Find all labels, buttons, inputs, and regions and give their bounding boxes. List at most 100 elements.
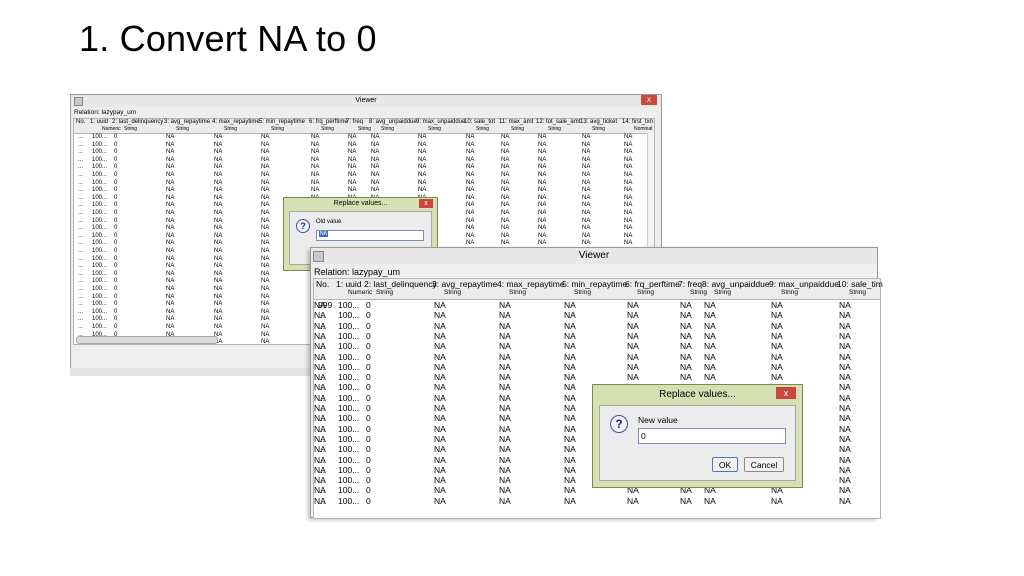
table-cell[interactable]: NA: [314, 444, 326, 455]
table-cell[interactable]: NA: [501, 194, 510, 201]
table-cell[interactable]: NA: [214, 339, 223, 346]
table-cell[interactable]: NA: [214, 141, 223, 148]
table-cell[interactable]: NA: [371, 172, 380, 178]
table-cell[interactable]: 100...: [338, 392, 360, 403]
table-cell[interactable]: ...: [78, 232, 84, 239]
table-cell[interactable]: 0: [366, 413, 371, 424]
table-cell[interactable]: NA: [839, 454, 851, 465]
table-cell[interactable]: 100...: [92, 240, 108, 247]
table-cell[interactable]: NA: [538, 134, 547, 140]
table-cell[interactable]: 100...: [92, 202, 108, 209]
table-cell[interactable]: NA: [499, 444, 511, 455]
table-cell[interactable]: NA: [564, 341, 576, 352]
table-cell[interactable]: NA: [538, 141, 547, 148]
table-cell[interactable]: NA: [314, 413, 326, 424]
table-cell[interactable]: NA: [624, 134, 633, 140]
table-cell[interactable]: NA: [466, 194, 475, 201]
column-header[interactable]: 1: uuid: [90, 119, 109, 125]
table-cell[interactable]: NA: [538, 217, 547, 224]
table-cell[interactable]: NA: [434, 464, 446, 475]
table-cell[interactable]: NA: [214, 255, 223, 262]
table-cell[interactable]: NA: [624, 141, 633, 148]
table-cell[interactable]: NA: [499, 485, 511, 496]
table-cell[interactable]: 0: [114, 301, 118, 308]
table-cell[interactable]: NA: [311, 187, 320, 194]
viewer-titlebar[interactable]: Viewer x: [71, 95, 661, 107]
table-cell[interactable]: NA: [314, 464, 326, 475]
table-cell[interactable]: NA: [214, 331, 223, 338]
table-cell[interactable]: NA: [348, 172, 357, 178]
table-cell[interactable]: NA: [214, 149, 223, 156]
table-cell[interactable]: NA: [564, 433, 576, 444]
table-cell[interactable]: 100...: [338, 495, 360, 506]
column-header[interactable]: 10: sale_tim: [837, 279, 883, 289]
table-cell[interactable]: NA: [214, 270, 223, 277]
table-cell[interactable]: NA: [501, 134, 510, 140]
table-cell[interactable]: NA: [371, 156, 380, 163]
table-cell[interactable]: NA: [582, 202, 591, 209]
table-cell[interactable]: NA: [582, 225, 591, 232]
table-cell[interactable]: NA: [499, 392, 511, 403]
table-cell[interactable]: 100...: [338, 444, 360, 455]
table-cell[interactable]: NA: [582, 194, 591, 201]
table-cell[interactable]: ...: [318, 444, 326, 455]
table-cell[interactable]: NA: [214, 324, 223, 330]
table-cell[interactable]: 100...: [338, 372, 360, 383]
table-cell[interactable]: ...: [78, 293, 84, 300]
table-cell[interactable]: 100...: [92, 134, 108, 140]
table-cell[interactable]: NA: [564, 454, 576, 465]
table-cell[interactable]: NA: [538, 149, 547, 156]
table-cell[interactable]: NA: [261, 324, 270, 330]
table-cell[interactable]: NA: [538, 179, 547, 186]
table-cell[interactable]: NA: [501, 164, 510, 171]
table-cell[interactable]: NA: [166, 248, 175, 254]
table-cell[interactable]: NA: [434, 485, 446, 496]
table-cell[interactable]: NA: [839, 382, 851, 393]
table-cell[interactable]: NA: [771, 310, 783, 321]
table-cell[interactable]: NA: [771, 330, 783, 341]
table-cell[interactable]: NA: [214, 263, 223, 270]
table-cell[interactable]: NA: [166, 308, 175, 315]
table-cell[interactable]: NA: [839, 485, 851, 496]
table-cell[interactable]: NA: [839, 413, 851, 424]
table-cell[interactable]: NA: [624, 217, 633, 224]
table-cell[interactable]: NA: [499, 300, 511, 310]
table-cell[interactable]: 0: [114, 194, 118, 201]
table-cell[interactable]: 100...: [338, 413, 360, 424]
table-cell[interactable]: NA: [166, 210, 175, 216]
table-cell[interactable]: 0: [114, 149, 118, 156]
table-cell[interactable]: NA: [771, 320, 783, 331]
table-cell[interactable]: NA: [704, 361, 716, 372]
table-cell[interactable]: NA: [680, 341, 692, 352]
table-cell[interactable]: NA: [538, 187, 547, 194]
table-cell[interactable]: NA: [371, 141, 380, 148]
table-cell[interactable]: NA: [314, 454, 326, 465]
table-cell[interactable]: 0: [366, 351, 371, 362]
table-cell[interactable]: 100...: [338, 464, 360, 475]
table-cell[interactable]: 100...: [92, 293, 108, 300]
table-cell[interactable]: 100...: [338, 361, 360, 372]
table-cell[interactable]: NA: [314, 495, 326, 506]
table-cell[interactable]: 0: [114, 202, 118, 209]
table-cell[interactable]: NA: [314, 423, 326, 434]
table-cell[interactable]: NA: [314, 330, 326, 341]
table-cell[interactable]: 0: [366, 372, 371, 383]
table-cell[interactable]: ...: [318, 372, 326, 383]
column-header[interactable]: 6: frq_perftime: [625, 279, 680, 289]
dialog-close-button[interactable]: x: [419, 199, 433, 208]
table-cell[interactable]: NA: [166, 149, 175, 156]
table-cell[interactable]: 0: [114, 232, 118, 239]
table-cell[interactable]: NA: [624, 210, 633, 216]
table-cell[interactable]: NA: [680, 320, 692, 331]
table-cell[interactable]: NA: [314, 372, 326, 383]
table-cell[interactable]: NA: [371, 179, 380, 186]
table-cell[interactable]: NA: [214, 248, 223, 254]
table-cell[interactable]: NA: [261, 187, 270, 194]
dialog-close-button[interactable]: x: [776, 387, 796, 399]
table-cell[interactable]: NA: [680, 495, 692, 506]
table-cell[interactable]: NA: [680, 330, 692, 341]
